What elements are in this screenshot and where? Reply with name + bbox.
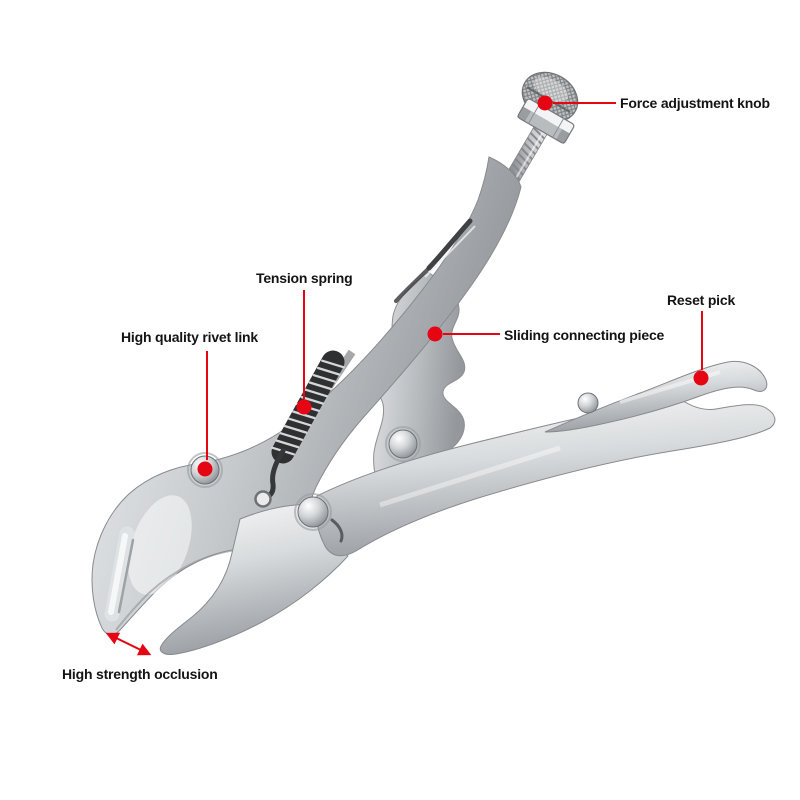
occlusion-double-arrow [105,632,152,656]
adjustment-screw-rod [504,118,553,185]
spring-anchor-hole [254,490,272,508]
handle-highlight [428,208,472,260]
fixed-jaw-inner-edge [115,549,239,631]
callout-dot-force [537,95,553,111]
label-reset-pick: Reset pick [667,292,736,308]
rivet-middle [388,429,418,459]
handle-channel-slot [426,218,473,271]
reset-pick-part [544,360,768,433]
label-high-quality-rivet-link: High quality rivet link [121,329,258,345]
adjustment-nut [517,97,575,145]
rivet-lever [577,392,599,414]
rivet-pivot [297,496,329,528]
jaw-head-highlight [128,495,192,595]
lower-handle-highlight [379,445,561,508]
callout-dots [197,95,709,477]
label-tension-spring: Tension spring [256,270,353,286]
upper-handle-fixed-jaw [91,156,522,636]
label-force-adjustment-knob: Force adjustment knob [620,95,770,111]
callout-dot-sliding [427,326,443,342]
callout-dot-rivet [197,461,213,477]
callout-graphics [105,102,703,656]
label-high-strength-occlusion: High strength occlusion [62,666,218,682]
lower-handle [315,398,776,557]
handle-notch [330,518,344,543]
callout-dot-reset [693,370,709,386]
rivets [187,392,599,531]
fixed-jaw-grip-rod [104,526,135,622]
label-sliding-connecting-piece: Sliding connecting piece [504,327,665,343]
handle-flange-highlight [424,225,476,278]
callout-dot-tension [296,399,312,415]
handle-channel-slot-lower [394,266,431,303]
